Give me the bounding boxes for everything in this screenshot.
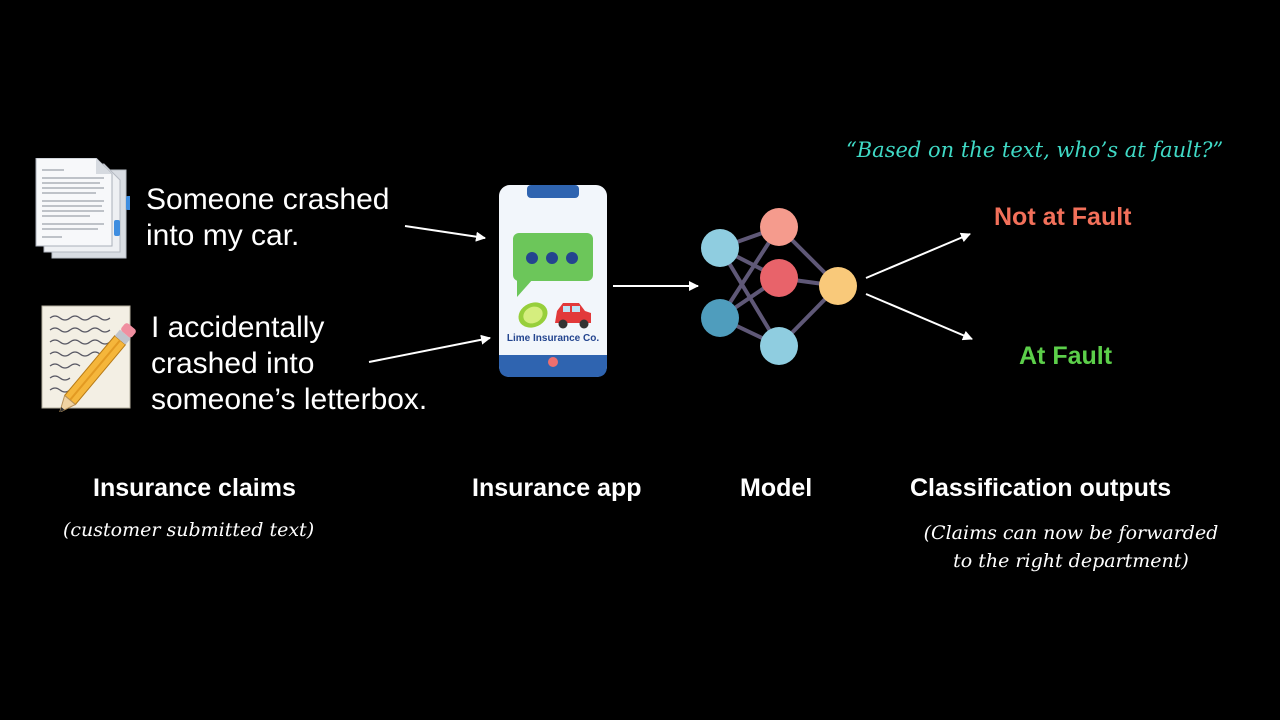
arrow-model-to-at-fault: [865, 293, 973, 341]
arrow-claim1-to-app: [404, 225, 486, 242]
classification-question: “Based on the text, who’s at fault?”: [846, 138, 1224, 162]
chat-bubble-icon: [513, 233, 593, 297]
section-label-claims: Insurance claims: [93, 474, 296, 502]
network-node: [760, 259, 798, 297]
section-label-outputs: Classification outputs: [910, 474, 1172, 502]
claim-2-letter-icon: [40, 304, 140, 417]
outputs-subcaption: (Claims can now be forwarded to the righ…: [906, 519, 1236, 575]
smartphone-icon: [499, 185, 607, 377]
output-at-fault: At Fault: [1019, 342, 1113, 370]
section-label-model: Model: [740, 474, 813, 502]
output-not-at-fault: Not at Fault: [994, 203, 1132, 231]
network-node: [760, 327, 798, 365]
network-node: [819, 267, 857, 305]
arrow-model-to-not-at-fault: [865, 232, 971, 279]
arrow-claim2-to-app: [368, 334, 491, 363]
claim-1-text: Someone crashed into my car.: [146, 182, 390, 254]
lime-and-car-icon: [518, 302, 591, 329]
outputs-subcaption-line-1: (Claims can now be forwarded: [923, 522, 1219, 544]
model-network: [696, 206, 866, 373]
network-node: [760, 208, 798, 246]
section-label-app: Insurance app: [472, 474, 642, 502]
claim-1-line-1: Someone crashed: [146, 183, 390, 216]
claim-2-line-1: I accidentally: [151, 311, 325, 344]
claims-subcaption: (customer submitted text): [63, 519, 315, 541]
claim-2-line-2: crashed into: [151, 347, 315, 380]
document-pages-icon: [35, 157, 132, 259]
insurance-app-phone: Lime Insurance Co.: [499, 185, 607, 382]
app-company-name: Lime Insurance Co.: [506, 333, 600, 344]
claim-2-text: I accidentally crashed into someone’s le…: [151, 310, 427, 418]
network-node: [701, 299, 739, 337]
outputs-subcaption-line-2: to the right department): [953, 550, 1189, 572]
claim-1-document-icon: [34, 157, 132, 267]
network-node: [701, 229, 739, 267]
neural-network-icon: [701, 208, 857, 365]
claim-2-line-3: someone’s letterbox.: [151, 383, 428, 416]
handwritten-letter-pencil-icon: [41, 305, 136, 414]
claim-1-line-2: into my car.: [146, 219, 300, 252]
